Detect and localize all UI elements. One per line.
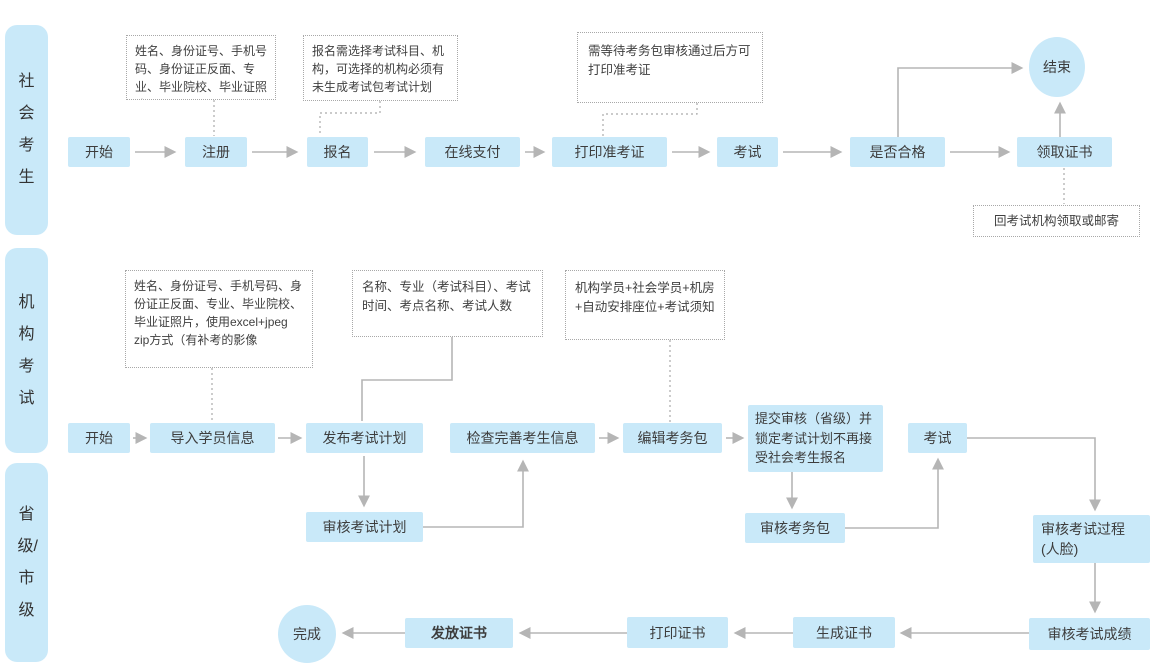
node-print-certificate: 打印证书 xyxy=(627,617,728,648)
lane-label: 机构考试 xyxy=(18,293,35,407)
arrow-reviewplan-to-check xyxy=(423,459,529,528)
node-signup: 报名 xyxy=(307,137,368,167)
node-review-exam-package: 审核考务包 xyxy=(745,513,845,543)
node-review-exam-plan: 审核考试计划 xyxy=(306,512,423,542)
node-issue-certificate: 发放证书 xyxy=(405,618,513,648)
node-start-social: 开始 xyxy=(68,137,130,167)
note-package-info: 机构学员+社会学员+机房+自动安排座位+考试须知 xyxy=(565,270,725,340)
node-online-pay: 在线支付 xyxy=(425,137,520,167)
connector-planinfo-to-publish xyxy=(361,337,453,421)
arrow-exam2-to-reviewprocess xyxy=(967,437,1101,512)
lane-institution-exam: 机构考试 xyxy=(5,248,48,453)
lane-provincial-municipal: 省级/市级 xyxy=(5,463,48,662)
lane-social-candidates: 社会考生 xyxy=(5,25,48,235)
lane-label: 社会考生 xyxy=(18,73,35,186)
node-exam-social: 考试 xyxy=(717,137,778,167)
note-register-info: 姓名、身份证号、手机号码、身份证正反面、专业、毕业院校、毕业证照片 xyxy=(126,35,276,100)
node-done-circle: 完成 xyxy=(278,605,336,663)
node-check-candidate-info: 检查完善考生信息 xyxy=(450,423,595,453)
node-register: 注册 xyxy=(185,137,247,167)
note-signup-rule: 报名需选择考试科目、机构，可选择的机构必须有未生成考试包考试计划 xyxy=(303,35,458,101)
node-review-exam-process-face: 审核考试过程 (人脸) xyxy=(1033,515,1150,563)
note-print-rule: 需等待考务包审核通过后方可打印准考证 xyxy=(577,32,763,103)
node-print-admission-ticket: 打印准考证 xyxy=(552,137,667,167)
node-generate-certificate: 生成证书 xyxy=(793,617,895,648)
note-plan-info: 名称、专业（考试科目）、考试时间、考点名称、考试人数 xyxy=(352,270,543,337)
lane-label: 省级/市级 xyxy=(17,505,38,619)
node-start-institution: 开始 xyxy=(68,423,130,453)
node-get-certificate: 领取证书 xyxy=(1017,137,1112,167)
node-publish-exam-plan: 发布考试计划 xyxy=(306,423,423,453)
node-review-exam-score: 审核考试成绩 xyxy=(1029,618,1150,650)
arrow-pass-to-end xyxy=(897,62,1024,137)
node-pass-or-not: 是否合格 xyxy=(850,137,945,167)
connector-signuprule-to-signup xyxy=(319,101,381,136)
node-edit-exam-package: 编辑考务包 xyxy=(623,423,722,453)
node-import-students: 导入学员信息 xyxy=(150,423,275,453)
note-import-info: 姓名、身份证号、手机号码、身份证正反面、专业、毕业院校、毕业证照片，使用exce… xyxy=(125,270,313,368)
node-end-circle: 结束 xyxy=(1029,37,1085,97)
connector-printrule-to-print xyxy=(602,103,698,136)
node-exam-institution: 考试 xyxy=(908,423,967,453)
arrow-reviewpkg-to-exam2 xyxy=(845,457,944,529)
note-cert-pickup: 回考试机构领取或邮寄 xyxy=(973,205,1140,237)
node-submit-review-lock-plan: 提交审核（省级）并锁定考试计划不再接受社会考生报名 xyxy=(748,405,883,472)
